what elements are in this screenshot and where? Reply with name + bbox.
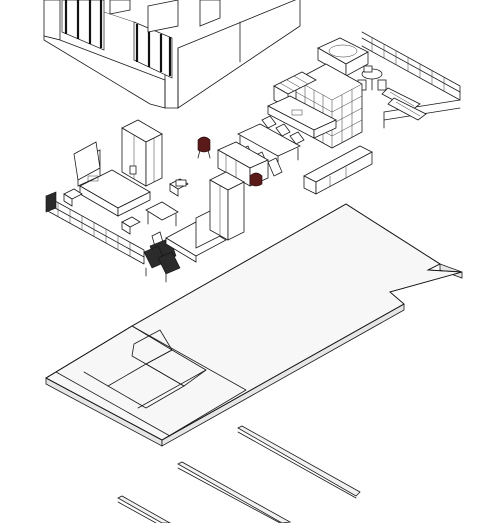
- beams-layer: [117, 425, 361, 523]
- slab-room-c: [131, 329, 173, 365]
- floor-slab-outline: [45, 203, 463, 441]
- beam: [177, 461, 292, 523]
- kitchen-counter: [267, 95, 337, 139]
- railing-post-dark: [45, 191, 57, 213]
- beam-edge: [237, 431, 357, 499]
- slab-inner-line: [55, 371, 171, 437]
- glazing-panel-left: [61, 0, 105, 51]
- beam-edge: [177, 467, 281, 523]
- lounge-chair-dark: [197, 136, 263, 187]
- bathtub: [317, 37, 369, 77]
- partition: [109, 0, 131, 15]
- terrace-railing-right: [361, 31, 461, 129]
- floor-slab-layer: [45, 203, 463, 447]
- slab-divider: [83, 371, 109, 387]
- slab-divider: [131, 325, 173, 351]
- glazing-panel-right: [133, 21, 173, 79]
- slab-divider: [137, 369, 207, 409]
- partition: [147, 0, 179, 33]
- wall-left-segment: [43, 0, 61, 41]
- beam: [117, 495, 171, 523]
- terrace-railing-left: [45, 191, 145, 265]
- floor-edge: [103, 11, 135, 23]
- floor-slab: [45, 203, 463, 441]
- partition: [199, 0, 221, 27]
- small-items: [73, 141, 187, 187]
- slab-hatched-zone: [45, 325, 247, 441]
- second-sofa-unit: [165, 171, 245, 263]
- furniture-layer: [45, 31, 461, 283]
- walls-layer: [43, 0, 301, 109]
- beam: [237, 425, 361, 497]
- sun-loungers: [381, 87, 427, 121]
- tv-console: [303, 145, 373, 195]
- beam-edge: [117, 501, 157, 523]
- outdoor-chairs: [143, 245, 181, 283]
- wardrobe: [121, 119, 163, 187]
